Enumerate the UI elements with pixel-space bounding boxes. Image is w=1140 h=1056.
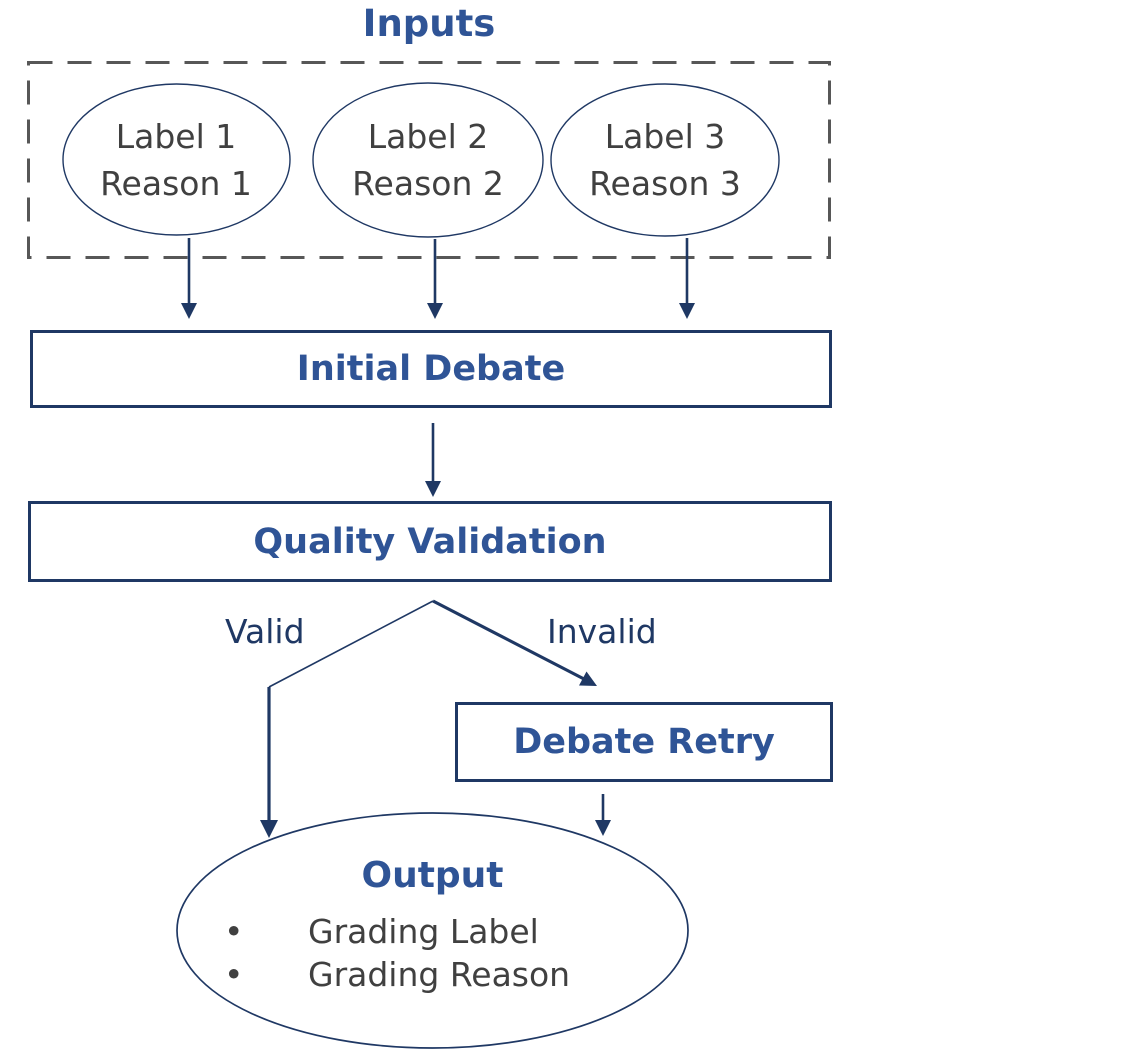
- input-ellipse-1-shape: [62, 83, 291, 236]
- inputs-dashed-boundary: [27, 61, 831, 259]
- input-ellipse-2-shape: [312, 82, 544, 238]
- output-item-text: Grading Reason: [308, 955, 571, 994]
- initial-debate-box: Initial Debate: [30, 330, 832, 408]
- arrow-input-1: [181, 238, 197, 319]
- initial-debate-label: Initial Debate: [296, 349, 566, 389]
- input-node-1: Label 1 Reason 1: [61, 85, 291, 235]
- input-node-1-reason: Reason 1: [100, 164, 252, 203]
- input-node-1-label: Label 1: [115, 117, 237, 156]
- arrow-invalid-branch: [432, 599, 597, 686]
- bullet-icon: •: [224, 912, 244, 951]
- output-list: • Grading Label • Grading Reason: [224, 910, 644, 996]
- input-node-3-label: Label 3: [604, 117, 726, 156]
- input-node-2: Label 2 Reason 2: [313, 85, 543, 235]
- quality-validation-box: Quality Validation: [28, 501, 832, 582]
- output-ellipse-shape: [176, 812, 689, 1049]
- input-ellipse-3-shape: [550, 83, 780, 237]
- debate-retry-label: Debate Retry: [513, 722, 775, 762]
- arrow-retry-to-output: [595, 794, 611, 836]
- debate-retry-box: Debate Retry: [455, 702, 833, 782]
- output-item-grading-label: • Grading Label: [224, 910, 644, 953]
- arrow-input-3: [679, 238, 695, 319]
- input-node-2-label: Label 2: [367, 117, 489, 156]
- valid-branch-label: Valid: [225, 612, 305, 651]
- arrow-valid-branch: [260, 600, 434, 838]
- inputs-title: Inputs: [362, 2, 496, 45]
- quality-validation-label: Quality Validation: [253, 521, 607, 562]
- invalid-branch-label: Invalid: [547, 612, 657, 651]
- output-title: Output: [361, 855, 504, 896]
- output-item-grading-reason: • Grading Reason: [224, 953, 644, 996]
- arrow-debate-to-validation: [425, 423, 441, 497]
- input-node-2-reason: Reason 2: [352, 164, 504, 203]
- input-node-3-reason: Reason 3: [589, 164, 741, 203]
- arrow-input-2: [427, 239, 443, 319]
- bullet-icon: •: [224, 955, 244, 994]
- input-node-3: Label 3 Reason 3: [550, 85, 780, 235]
- output-item-text: Grading Label: [308, 912, 539, 951]
